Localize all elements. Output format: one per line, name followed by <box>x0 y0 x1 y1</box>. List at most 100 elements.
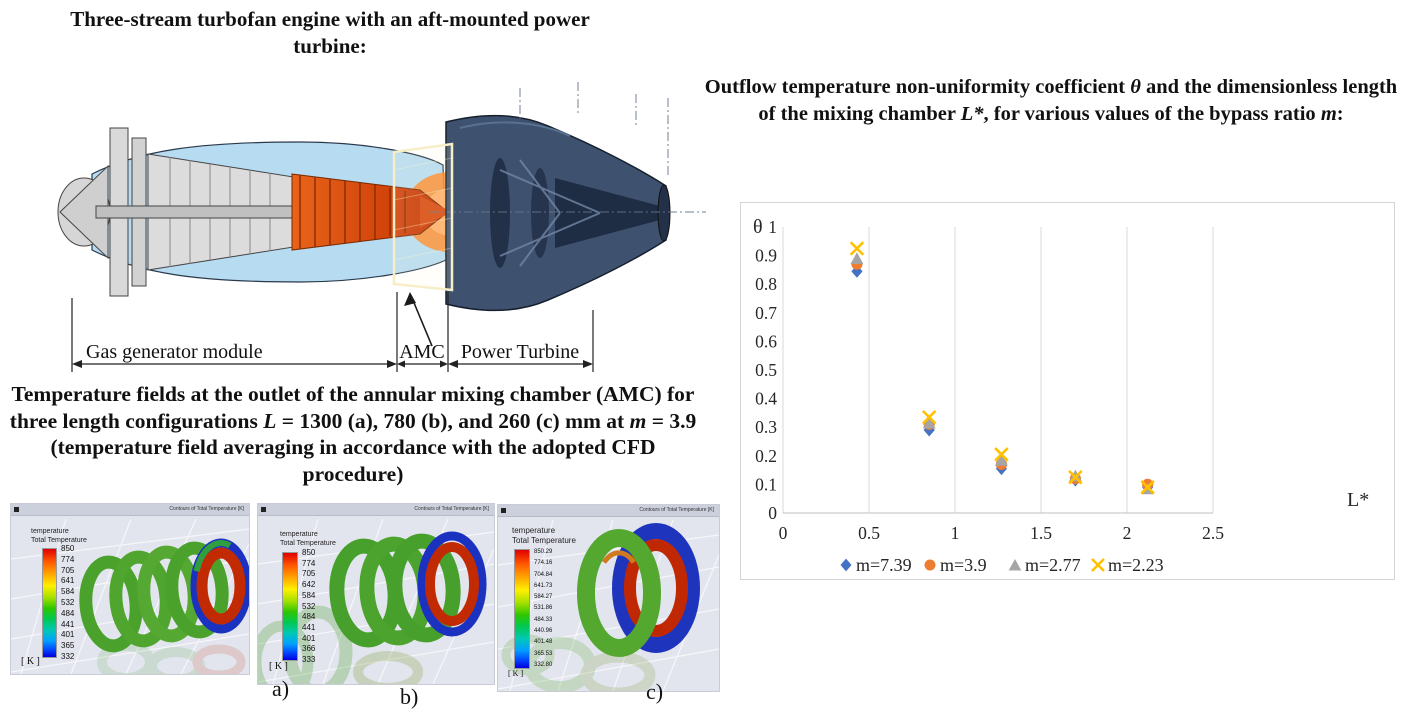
window-title: Contours of Total Temperature [K] <box>169 506 244 512</box>
chart-text: 1 <box>951 523 960 543</box>
colorbar <box>282 552 298 661</box>
chart-text: 0.6 <box>755 331 777 351</box>
scale-value: 584 <box>61 587 75 597</box>
chart-text: 0 <box>779 523 788 543</box>
scale-value: 584 <box>302 590 316 600</box>
scale-value: 705 <box>302 569 316 579</box>
cfd-rings-c <box>498 519 719 691</box>
cfd-panel-a: Contours of Total Temperature [K] temper… <box>10 503 250 675</box>
chart-text: 0.1 <box>755 474 777 494</box>
data-marker <box>995 453 1008 466</box>
colorbar <box>42 548 57 658</box>
fan-section <box>57 127 437 297</box>
chart-text: m=2.23 <box>1108 555 1164 575</box>
scale-value: 365 <box>61 641 75 651</box>
chart-text: 0.5 <box>858 523 880 543</box>
scale-value: 642 <box>302 580 316 590</box>
chart-text: θ <box>753 216 763 238</box>
chart-text: 0.9 <box>755 246 777 266</box>
scale-value: 484 <box>302 612 316 622</box>
chart-text: m=7.39 <box>856 555 912 575</box>
engine-figure: Gas generator module AMC Power Turbine <box>57 82 706 372</box>
colorbar-unit: [ K ] <box>508 669 524 678</box>
construction-lines <box>430 82 706 213</box>
label-power-turbine: Power Turbine <box>461 341 579 363</box>
cfd-rings-b <box>258 518 494 684</box>
chart-text: 1.5 <box>1030 523 1052 543</box>
colorbar <box>514 549 530 669</box>
window-icon <box>14 507 19 512</box>
scale-value: 850 <box>61 544 75 553</box>
cfd-titlebar: Contours of Total Temperature [K] <box>258 504 494 516</box>
scale-value: 532 <box>302 601 316 611</box>
cfd-titlebar: Contours of Total Temperature [K] <box>498 505 719 517</box>
chart-text: 2.5 <box>1202 523 1224 543</box>
label-gas-generator-module: Gas generator module <box>86 341 263 363</box>
data-marker <box>921 409 937 425</box>
scale-value: 704.84 <box>534 571 553 578</box>
chart-text: 1 <box>768 217 777 237</box>
scale-value: 774.16 <box>534 560 553 567</box>
scale-value: 484.33 <box>534 616 553 623</box>
colorbar-unit: [ K ] <box>21 656 40 667</box>
chart-text: 0.7 <box>755 303 777 323</box>
scale-value: 401 <box>302 633 316 643</box>
scale-value: 401.48 <box>534 639 553 646</box>
scale-value: 584.27 <box>534 594 553 601</box>
window-icon <box>501 508 506 513</box>
scale-value: 531.86 <box>534 605 553 612</box>
cfd-panel-c: Contours of Total Temperature [K] temper… <box>497 504 720 692</box>
scale-value: 441 <box>302 622 316 632</box>
scale-value: 440.96 <box>534 628 553 635</box>
scale-value: 641 <box>61 576 75 586</box>
data-marker <box>922 416 936 429</box>
data-marker <box>994 447 1009 462</box>
data-marker <box>1140 480 1155 495</box>
scale-value: 641.73 <box>534 582 553 589</box>
scale-value: 333 <box>302 655 316 665</box>
chart-text: 0.8 <box>755 274 777 294</box>
panel-label-c: c) <box>646 679 664 704</box>
scale-value: 401 <box>61 630 75 640</box>
data-marker <box>1068 470 1083 485</box>
cfd-panel-b: Contours of Total Temperature [K] temper… <box>257 503 495 685</box>
cfd-rings-a <box>11 518 249 674</box>
panel-label-a: a) <box>272 676 290 701</box>
data-marker <box>924 559 936 571</box>
figure-caption: Temperature fields at the outlet of the … <box>9 382 697 486</box>
scale-value: 774 <box>302 558 316 568</box>
dimension-annotations <box>71 292 594 372</box>
chart-text: m=3.9 <box>940 555 987 575</box>
scale-value: 484 <box>61 608 75 618</box>
scale-value: 365.53 <box>534 650 553 657</box>
window-title: Contours of Total Temperature [K] <box>414 506 489 512</box>
chart-text: 2 <box>1123 523 1132 543</box>
cfd-titlebar: Contours of Total Temperature [K] <box>11 504 249 516</box>
chart-text: 0.4 <box>755 389 777 409</box>
scale-value: 532 <box>61 597 75 607</box>
data-marker <box>840 558 852 572</box>
chart-text: 0.2 <box>755 446 777 466</box>
amc-pointer-arrow <box>404 292 433 347</box>
data-marker <box>1091 558 1105 572</box>
colorbar-unit: [ K ] <box>269 661 288 672</box>
scale-value: 332.80 <box>534 661 553 668</box>
chart-text: 0 <box>768 503 777 523</box>
power-turbine-section <box>445 114 671 312</box>
data-marker <box>1008 558 1022 571</box>
chart-text: 0.3 <box>755 417 777 437</box>
label-amc: AMC <box>399 341 445 363</box>
panel-label-b: b) <box>400 684 419 709</box>
data-marker <box>850 252 864 265</box>
chart-text: m=2.77 <box>1025 555 1081 575</box>
scale-value: 441 <box>61 619 75 629</box>
chart-text: L* <box>1347 489 1369 511</box>
scale-value: 332 <box>61 651 75 661</box>
colorbar-title: temperature Total Temperature <box>31 528 87 544</box>
